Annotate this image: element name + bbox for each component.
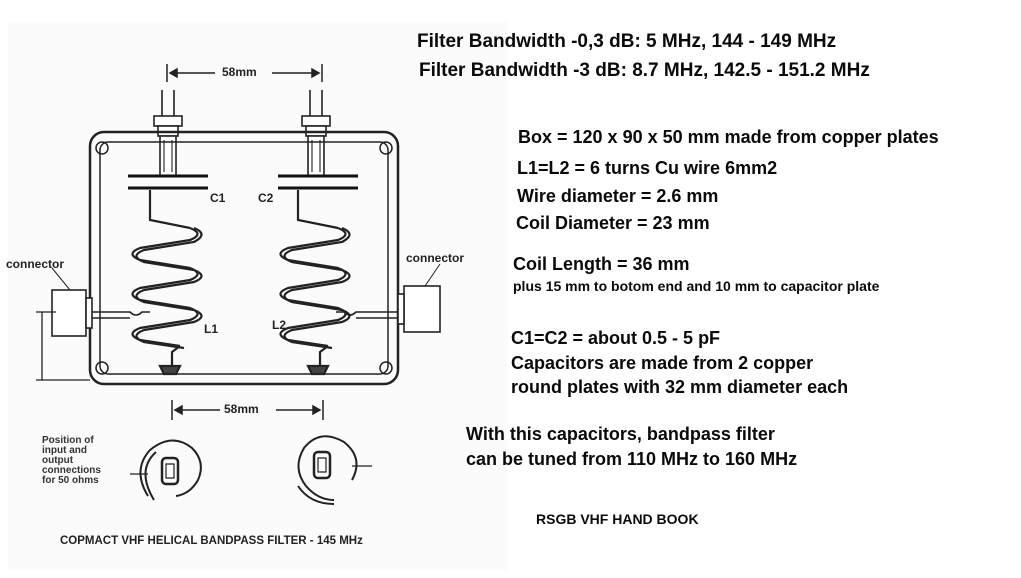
position-note-line: connections bbox=[42, 465, 101, 476]
tuning-note-1: With this capacitors, bandpass filter bbox=[466, 424, 775, 444]
l2-label: L2 bbox=[272, 318, 287, 332]
right-connector bbox=[397, 285, 441, 333]
connector-left-label: connector bbox=[6, 257, 65, 271]
position-note-line: output bbox=[42, 455, 74, 466]
left-connector bbox=[51, 289, 93, 337]
connector-right-label: connector bbox=[406, 251, 465, 265]
c2-label: C2 bbox=[258, 191, 274, 205]
position-note-line: Position of bbox=[42, 435, 94, 446]
bandwidth-03db: Filter Bandwidth -0,3 dB: 5 MHz, 144 - 1… bbox=[417, 31, 837, 52]
bottom-dimension-label: 58mm bbox=[224, 402, 259, 416]
coil-l2 bbox=[279, 190, 351, 376]
filter-box bbox=[88, 130, 400, 386]
connection-sketch-left bbox=[130, 439, 202, 501]
box-spec: Box = 120 x 90 x 50 mm made from copper … bbox=[518, 127, 939, 147]
height-dimension bbox=[36, 311, 90, 381]
position-note: Position of input and output connections… bbox=[42, 436, 101, 486]
connection-sketch-right bbox=[297, 435, 372, 505]
coil-turns-spec: L1=L2 = 6 turns Cu wire 6mm2 bbox=[517, 158, 778, 178]
capacitor-spec: C1=C2 = about 0.5 - 5 pF bbox=[511, 328, 721, 348]
capacitor-note-1: Capacitors are made from 2 copper bbox=[511, 353, 814, 373]
source-credit: RSGB VHF HAND BOOK bbox=[536, 511, 699, 527]
coil-length-note: plus 15 mm to botom end and 10 mm to cap… bbox=[513, 278, 880, 294]
top-dimension-line bbox=[166, 64, 323, 82]
coil-diameter-spec: Coil Diameter = 23 mm bbox=[516, 213, 710, 233]
capacitor-plates bbox=[128, 174, 358, 190]
capacitor-note-2: round plates with 32 mm diameter each bbox=[511, 377, 849, 397]
bandwidth-3db: Filter Bandwidth -3 dB: 8.7 MHz, 142.5 -… bbox=[419, 60, 870, 81]
tuning-note-2: can be tuned from 110 MHz to 160 MHz bbox=[466, 449, 798, 469]
position-note-line: input and bbox=[42, 445, 87, 456]
l1-label: L1 bbox=[204, 322, 219, 336]
coil-length-spec: Coil Length = 36 mm bbox=[513, 254, 690, 274]
position-note-line: for 50 ohms bbox=[42, 475, 99, 486]
tap-wires bbox=[92, 311, 398, 319]
c1-label: C1 bbox=[210, 191, 226, 205]
wire-diameter-spec: Wire diameter = 2.6 mm bbox=[517, 186, 719, 206]
bottom-dimension-line bbox=[171, 400, 324, 420]
diagram-caption: COPMACT VHF HELICAL BANDPASS FILTER - 14… bbox=[60, 535, 363, 547]
coil-l1 bbox=[131, 190, 203, 376]
top-dimension-label: 58mm bbox=[222, 65, 257, 79]
